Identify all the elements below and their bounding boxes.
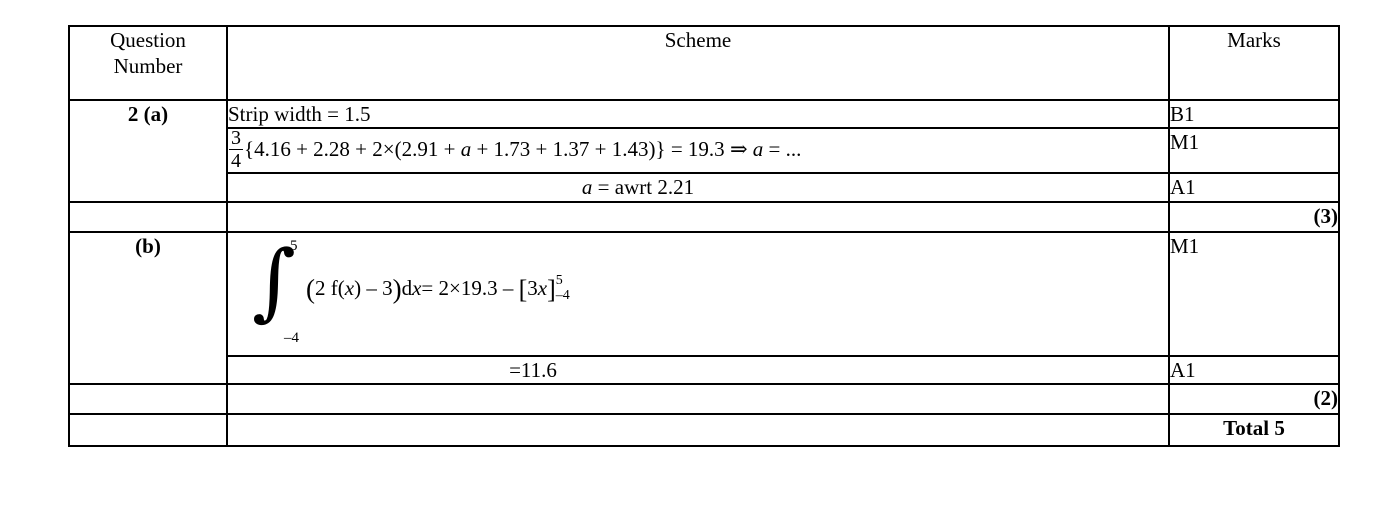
result-expression: =11.6	[509, 357, 557, 382]
integral-expression: (2 f(x) – 3)dx= 2×19.3 – [3x]5–4	[306, 273, 570, 307]
header-question-number-line1: Question	[110, 28, 186, 52]
trapezium-body-rest: + 1.73 + 1.37 + 1.43)	[476, 136, 656, 161]
implies-arrow-icon: ⇒	[729, 136, 748, 161]
total-row: Total 5	[68, 412, 1340, 447]
bracket-limits: 5–4	[555, 273, 570, 303]
scheme-integral: ∫ 5 –4 (2 f(x) – 3)dx= 2×19.3 – [3x]5–4	[226, 230, 1170, 357]
mark-scheme-table: Question Number Scheme Marks 2 (a) Strip…	[68, 25, 1340, 447]
integrand-post: ) – 3	[354, 275, 393, 300]
question-number-2b: (b)	[68, 230, 228, 385]
total-qnum-blank	[68, 412, 228, 447]
mark-b1-2a: B1	[1168, 98, 1340, 130]
value-of-a-rest: = awrt 2.21	[597, 175, 695, 200]
brace-close: }	[655, 136, 666, 161]
header-scheme: Scheme	[226, 25, 1170, 101]
mark-m1-2a: M1	[1168, 127, 1340, 175]
table-row: =11.6 A1	[69, 354, 1340, 385]
fraction-denominator: 4	[229, 149, 243, 173]
subtotal-a-scheme-blank	[226, 200, 1170, 233]
subtotal-b-value: (2)	[1168, 382, 1340, 415]
subtotal-a-qnum-blank	[68, 200, 228, 233]
subtotal-b-scheme-blank	[226, 382, 1170, 415]
differential-variable-x: x	[412, 275, 422, 300]
scheme-strip-width: Strip width = 1.5	[226, 98, 1170, 130]
question-number-2a: 2 (a)	[68, 99, 228, 203]
mark-a1-2b: A1	[1168, 354, 1340, 385]
strip-width-text: Strip width = 1.5	[228, 102, 371, 126]
bracket-coefficient: 3	[527, 275, 538, 300]
paren-open: (	[306, 273, 315, 304]
header-question-number-line2: Number	[113, 54, 183, 79]
scheme-value-of-a: a = awrt 2.21	[226, 172, 1170, 203]
integral-lower-limit: –4	[284, 329, 299, 346]
header-marks: Marks	[1168, 25, 1340, 101]
table-row: (b) ∫ 5 –4 (2 f(x) – 3)dx= 2×19.3 – [3x]…	[68, 230, 1340, 385]
bracket-open: [	[518, 274, 528, 304]
differential-d: d	[401, 275, 413, 300]
total-marks-value: Total 5	[1168, 412, 1340, 447]
fraction-numerator: 3	[231, 127, 241, 150]
scheme-result: =11.6	[226, 354, 1170, 385]
table-row: 2 (a) Strip width = 1.5 B1	[68, 98, 1340, 203]
result-variable-a: a	[752, 136, 764, 161]
integral-upper-limit: 5	[290, 237, 298, 254]
result-ellipsis: = ...	[768, 136, 802, 161]
integral-equals: = 2×19.3 –	[421, 275, 514, 300]
trapezium-equals: = 19.3	[670, 136, 725, 161]
integrand-pre: 2 f(	[315, 275, 345, 300]
mark-m1-2b: M1	[1168, 230, 1340, 357]
table-row: a = awrt 2.21 A1	[69, 172, 1340, 203]
subtotal-a-value: (3)	[1168, 200, 1340, 233]
value-variable-a: a	[581, 175, 593, 200]
mark-a1-2a: A1	[1168, 172, 1340, 203]
table-header-row: Question Number Scheme Marks	[68, 25, 1340, 101]
bracket-variable-x: x	[537, 275, 548, 300]
value-of-a-expression: a = awrt 2.21	[582, 174, 694, 200]
integrand-variable-x: x	[344, 275, 355, 300]
bracket-upper-limit: 5	[555, 273, 563, 288]
integral-sign-icon: ∫	[252, 231, 296, 330]
bracket-close: ]	[547, 274, 556, 304]
subtotal-row-b: (2)	[68, 382, 1340, 415]
variable-a: a	[460, 136, 472, 161]
bracket-lower-limit: –4	[555, 287, 570, 303]
paren-close: )	[392, 273, 402, 304]
trapezium-body: 4.16 + 2.28 + 2×(2.91 +	[254, 136, 456, 161]
subtotal-b-qnum-blank	[68, 382, 228, 415]
subtotal-row-a: (3)	[68, 200, 1340, 233]
header-question-number: Question Number	[68, 25, 228, 101]
brace-open: {	[244, 136, 255, 161]
total-scheme-blank	[226, 412, 1170, 447]
